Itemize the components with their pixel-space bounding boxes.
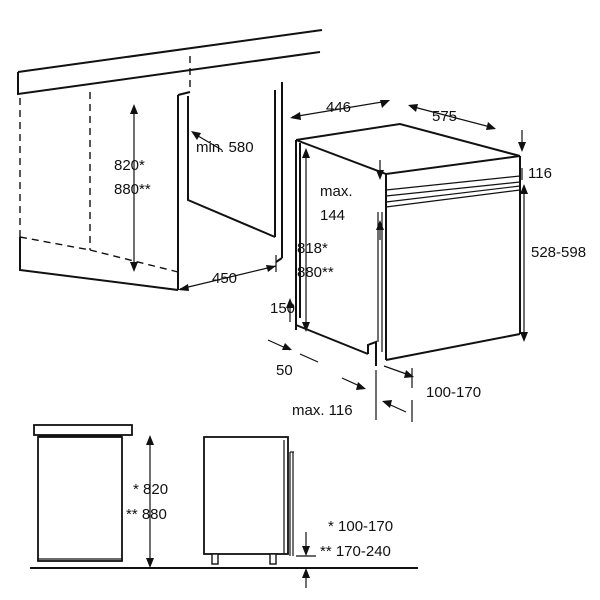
depth-450-dimension (178, 255, 277, 291)
label-880b: 880** (297, 264, 334, 281)
label-144: 144 (320, 207, 345, 224)
label-575: 575 (432, 108, 457, 125)
dim-528-598 (520, 184, 528, 342)
label-450: 450 (212, 270, 237, 287)
niche-dashed-outline (19, 56, 191, 273)
label-820-star: 820* (114, 157, 145, 174)
legend-880: ** 880 (126, 506, 167, 523)
label-528-598: 528-598 (531, 244, 586, 261)
niche-back (187, 82, 283, 263)
dishwasher-side-view (203, 436, 294, 565)
plinth-dimension (296, 532, 316, 588)
dim-100-170 (383, 365, 414, 388)
countertop (17, 29, 323, 96)
label-446: 446 (326, 99, 351, 116)
label-150: 150 (270, 300, 295, 317)
dim-446 (290, 100, 390, 120)
dim-818-880 (302, 148, 310, 332)
dishwasher-body (295, 122, 521, 366)
height-dimension-left (130, 104, 138, 272)
height-820-880-dimension (146, 435, 154, 568)
dim-50 (267, 339, 319, 363)
label-818: 818* (297, 240, 328, 257)
label-50: 50 (276, 362, 293, 379)
label-max-116: max. 116 (292, 402, 353, 419)
min-580-leader (191, 131, 223, 151)
legend-170-240: ** 170-240 (320, 543, 391, 560)
label-116-top: 116 (528, 165, 552, 182)
dim-116 (518, 130, 526, 180)
dim-150 (286, 298, 294, 322)
left-cabinet-wall (19, 91, 191, 291)
label-max: max. (320, 183, 353, 200)
countertop-side-view (33, 424, 133, 562)
dim-max-116 (341, 370, 413, 422)
label-min-580: min. 580 (196, 139, 254, 156)
label-880-dstar: 880** (114, 181, 151, 198)
dim-max-144 (376, 160, 384, 240)
legend-820: * 820 (133, 481, 168, 498)
dim-575 (408, 104, 496, 130)
legend-100-170: * 100-170 (328, 518, 393, 535)
label-100-170: 100-170 (426, 384, 481, 401)
